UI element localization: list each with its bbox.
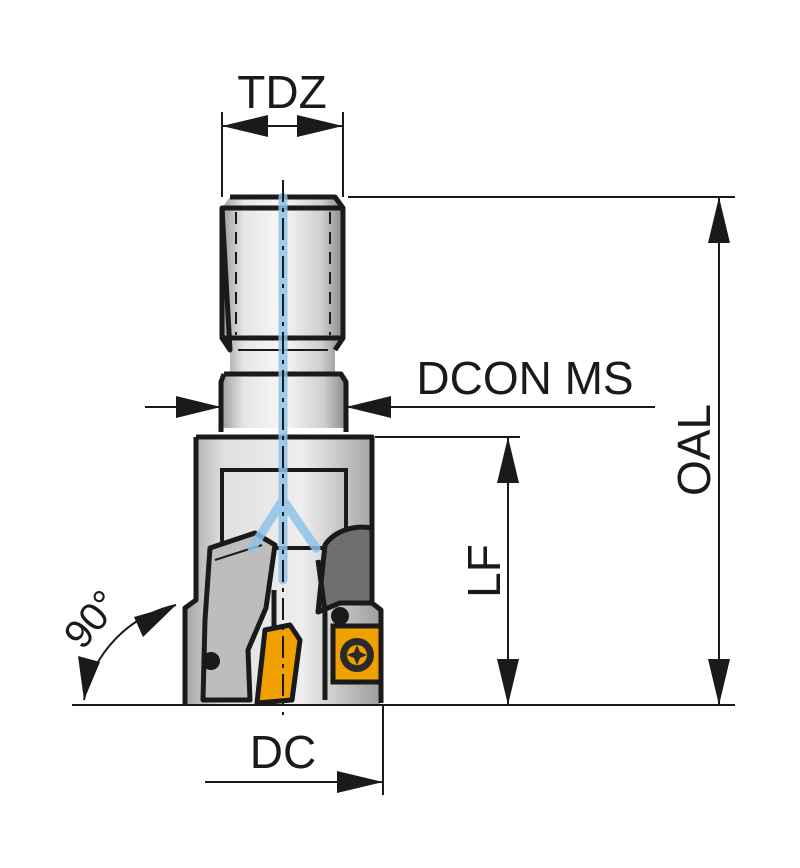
torx-screw-icon (340, 638, 374, 672)
insert-left (254, 622, 303, 706)
clamp-screw-icon (331, 607, 349, 625)
angle-label: 90° (56, 582, 129, 657)
tdz-label: TDZ (237, 66, 326, 118)
dcon-ms-dimension: DCON MS (145, 352, 655, 418)
lf-dimension: LF (375, 436, 520, 705)
lf-label: LF (458, 544, 510, 598)
dcon-ms-label: DCON MS (416, 352, 633, 404)
angle-dimension: 90° (56, 582, 177, 701)
dc-label: DC (250, 726, 316, 778)
oal-dimension: OAL (348, 196, 735, 705)
tdz-dimension: TDZ (221, 66, 344, 197)
dc-dimension: DC (205, 705, 384, 795)
cutting-inserts (254, 622, 384, 706)
oal-label: OAL (668, 404, 720, 496)
